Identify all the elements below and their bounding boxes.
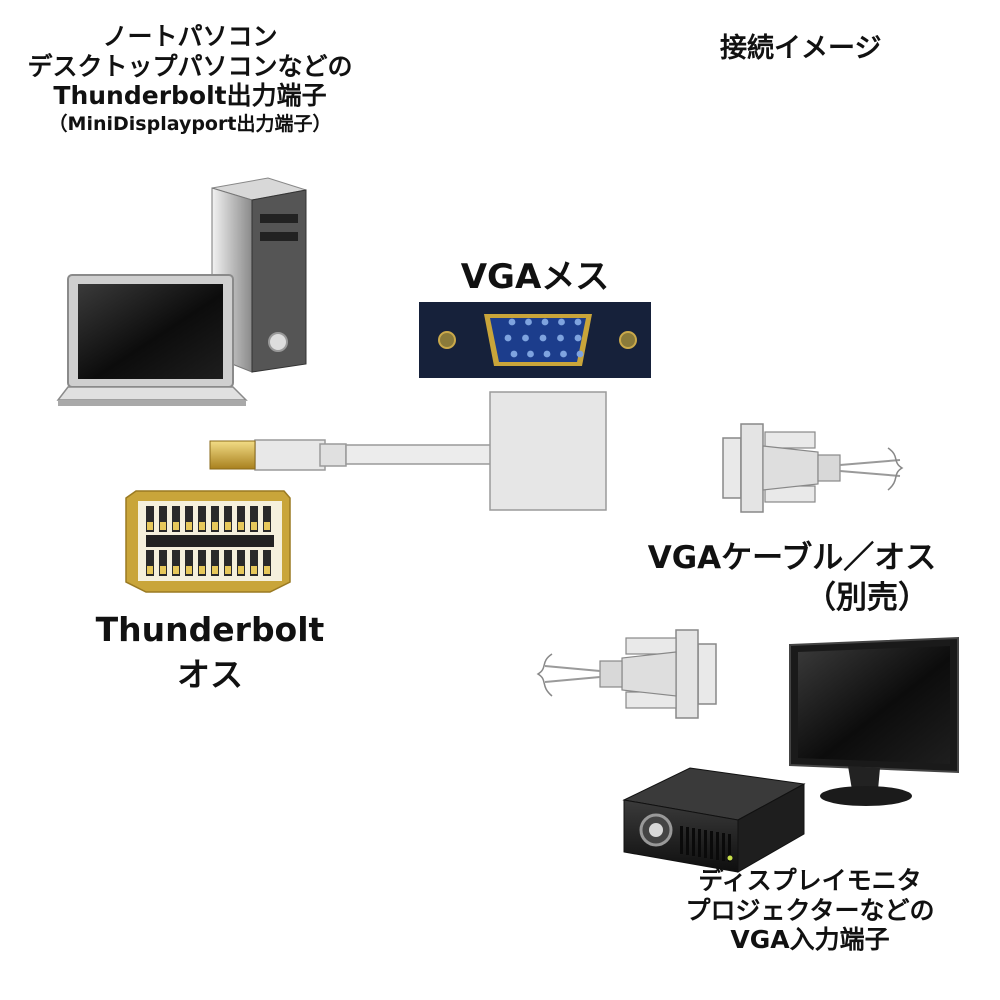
destination-label-line2: プロジェクターなどの (685, 895, 935, 925)
vga-cable-label-line2: （別売） (805, 580, 929, 617)
destination-label-line3: VGA入力端子 (730, 925, 890, 954)
source-label-line1: ノートパソコン (102, 22, 278, 51)
projector-icon (622, 767, 806, 873)
vga-cable-label: VGAケーブル／オス （別売） (622, 538, 962, 619)
source-label-line3: Thunderbolt出力端子 (53, 81, 327, 110)
monitor-icon (789, 636, 959, 806)
vga-port-icon (419, 302, 651, 378)
source-label-line4: （MiniDisplayport出力端子） (48, 112, 332, 135)
mini-displayport-plug-icon (125, 490, 291, 593)
diagram-title: 接続イメージ (720, 33, 882, 64)
adapter-icon (209, 391, 607, 511)
thunderbolt-male-label: Thunderbolt オス (80, 608, 340, 697)
vga-plug-icon (722, 423, 904, 513)
vga-female-label: VGAメス (460, 257, 610, 297)
thunderbolt-male-label-line1: Thunderbolt (95, 610, 325, 649)
vga-cable-label-line1: VGAケーブル／オス (647, 540, 937, 576)
vga-plug-icon (536, 629, 717, 719)
source-label: ノートパソコン デスクトップパソコンなどの Thunderbolt出力端子 （M… (0, 22, 380, 135)
laptop-icon (56, 274, 248, 406)
source-label-line2: デスクトップパソコンなどの (27, 51, 353, 81)
thunderbolt-male-label-line2: オス (177, 654, 243, 694)
